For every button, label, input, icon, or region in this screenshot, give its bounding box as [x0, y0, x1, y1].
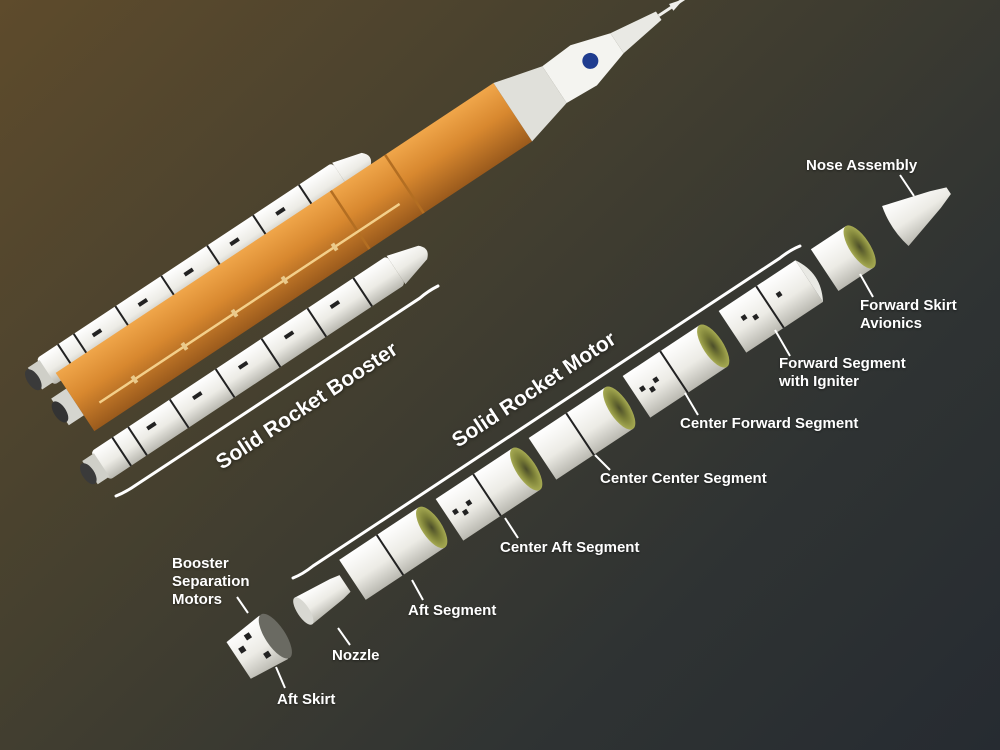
leader-lines [236, 174, 915, 689]
forward-segment-label: Forward Segment with Igniter [779, 355, 906, 391]
upper-side-booster [25, 152, 372, 391]
forward-skirt-label: Forward Skirt Avionics [860, 297, 957, 333]
booster-separation-motors-line-2: Separation [172, 573, 250, 590]
center-center-segment-label: Center Center Segment [600, 470, 767, 487]
booster-separation-motors-line-3: Motors [172, 591, 222, 608]
aft-segment-part [339, 506, 448, 600]
center-center-segment-part [528, 386, 636, 480]
forward-segment-label-line-2: with Igniter [779, 373, 859, 390]
booster-bracket [114, 284, 440, 498]
lower-side-booster [80, 245, 428, 485]
center-forward-segment-label: Center Forward Segment [680, 415, 859, 432]
aft-segment-label: Aft Segment [408, 602, 497, 619]
aft-skirt-label: Aft Skirt [277, 691, 336, 708]
motor-bracket [291, 244, 802, 580]
nozzle-part [293, 575, 351, 625]
center-aft-segment-label: Center Aft Segment [500, 539, 640, 556]
core-stage [51, 0, 710, 432]
aft-skirt-part [226, 613, 292, 679]
booster-separation-motors-label: Booster Separation Motors [172, 555, 250, 609]
nozzle-label: Nozzle [332, 647, 380, 664]
forward-skirt-label-line-2: Avionics [860, 315, 922, 332]
booster-separation-motors-line-1: Booster [172, 555, 229, 572]
forward-skirt-part [810, 225, 876, 291]
forward-skirt-label-line-1: Forward Skirt [860, 297, 957, 314]
nose-assembly-part [882, 187, 951, 247]
forward-segment-label-line-1: Forward Segment [779, 355, 906, 372]
exploded-components [226, 187, 951, 679]
forward-segment-part [718, 260, 823, 353]
center-forward-segment-part [622, 324, 730, 418]
center-aft-segment-part [435, 447, 543, 541]
nose-assembly-label: Nose Assembly [806, 157, 918, 174]
